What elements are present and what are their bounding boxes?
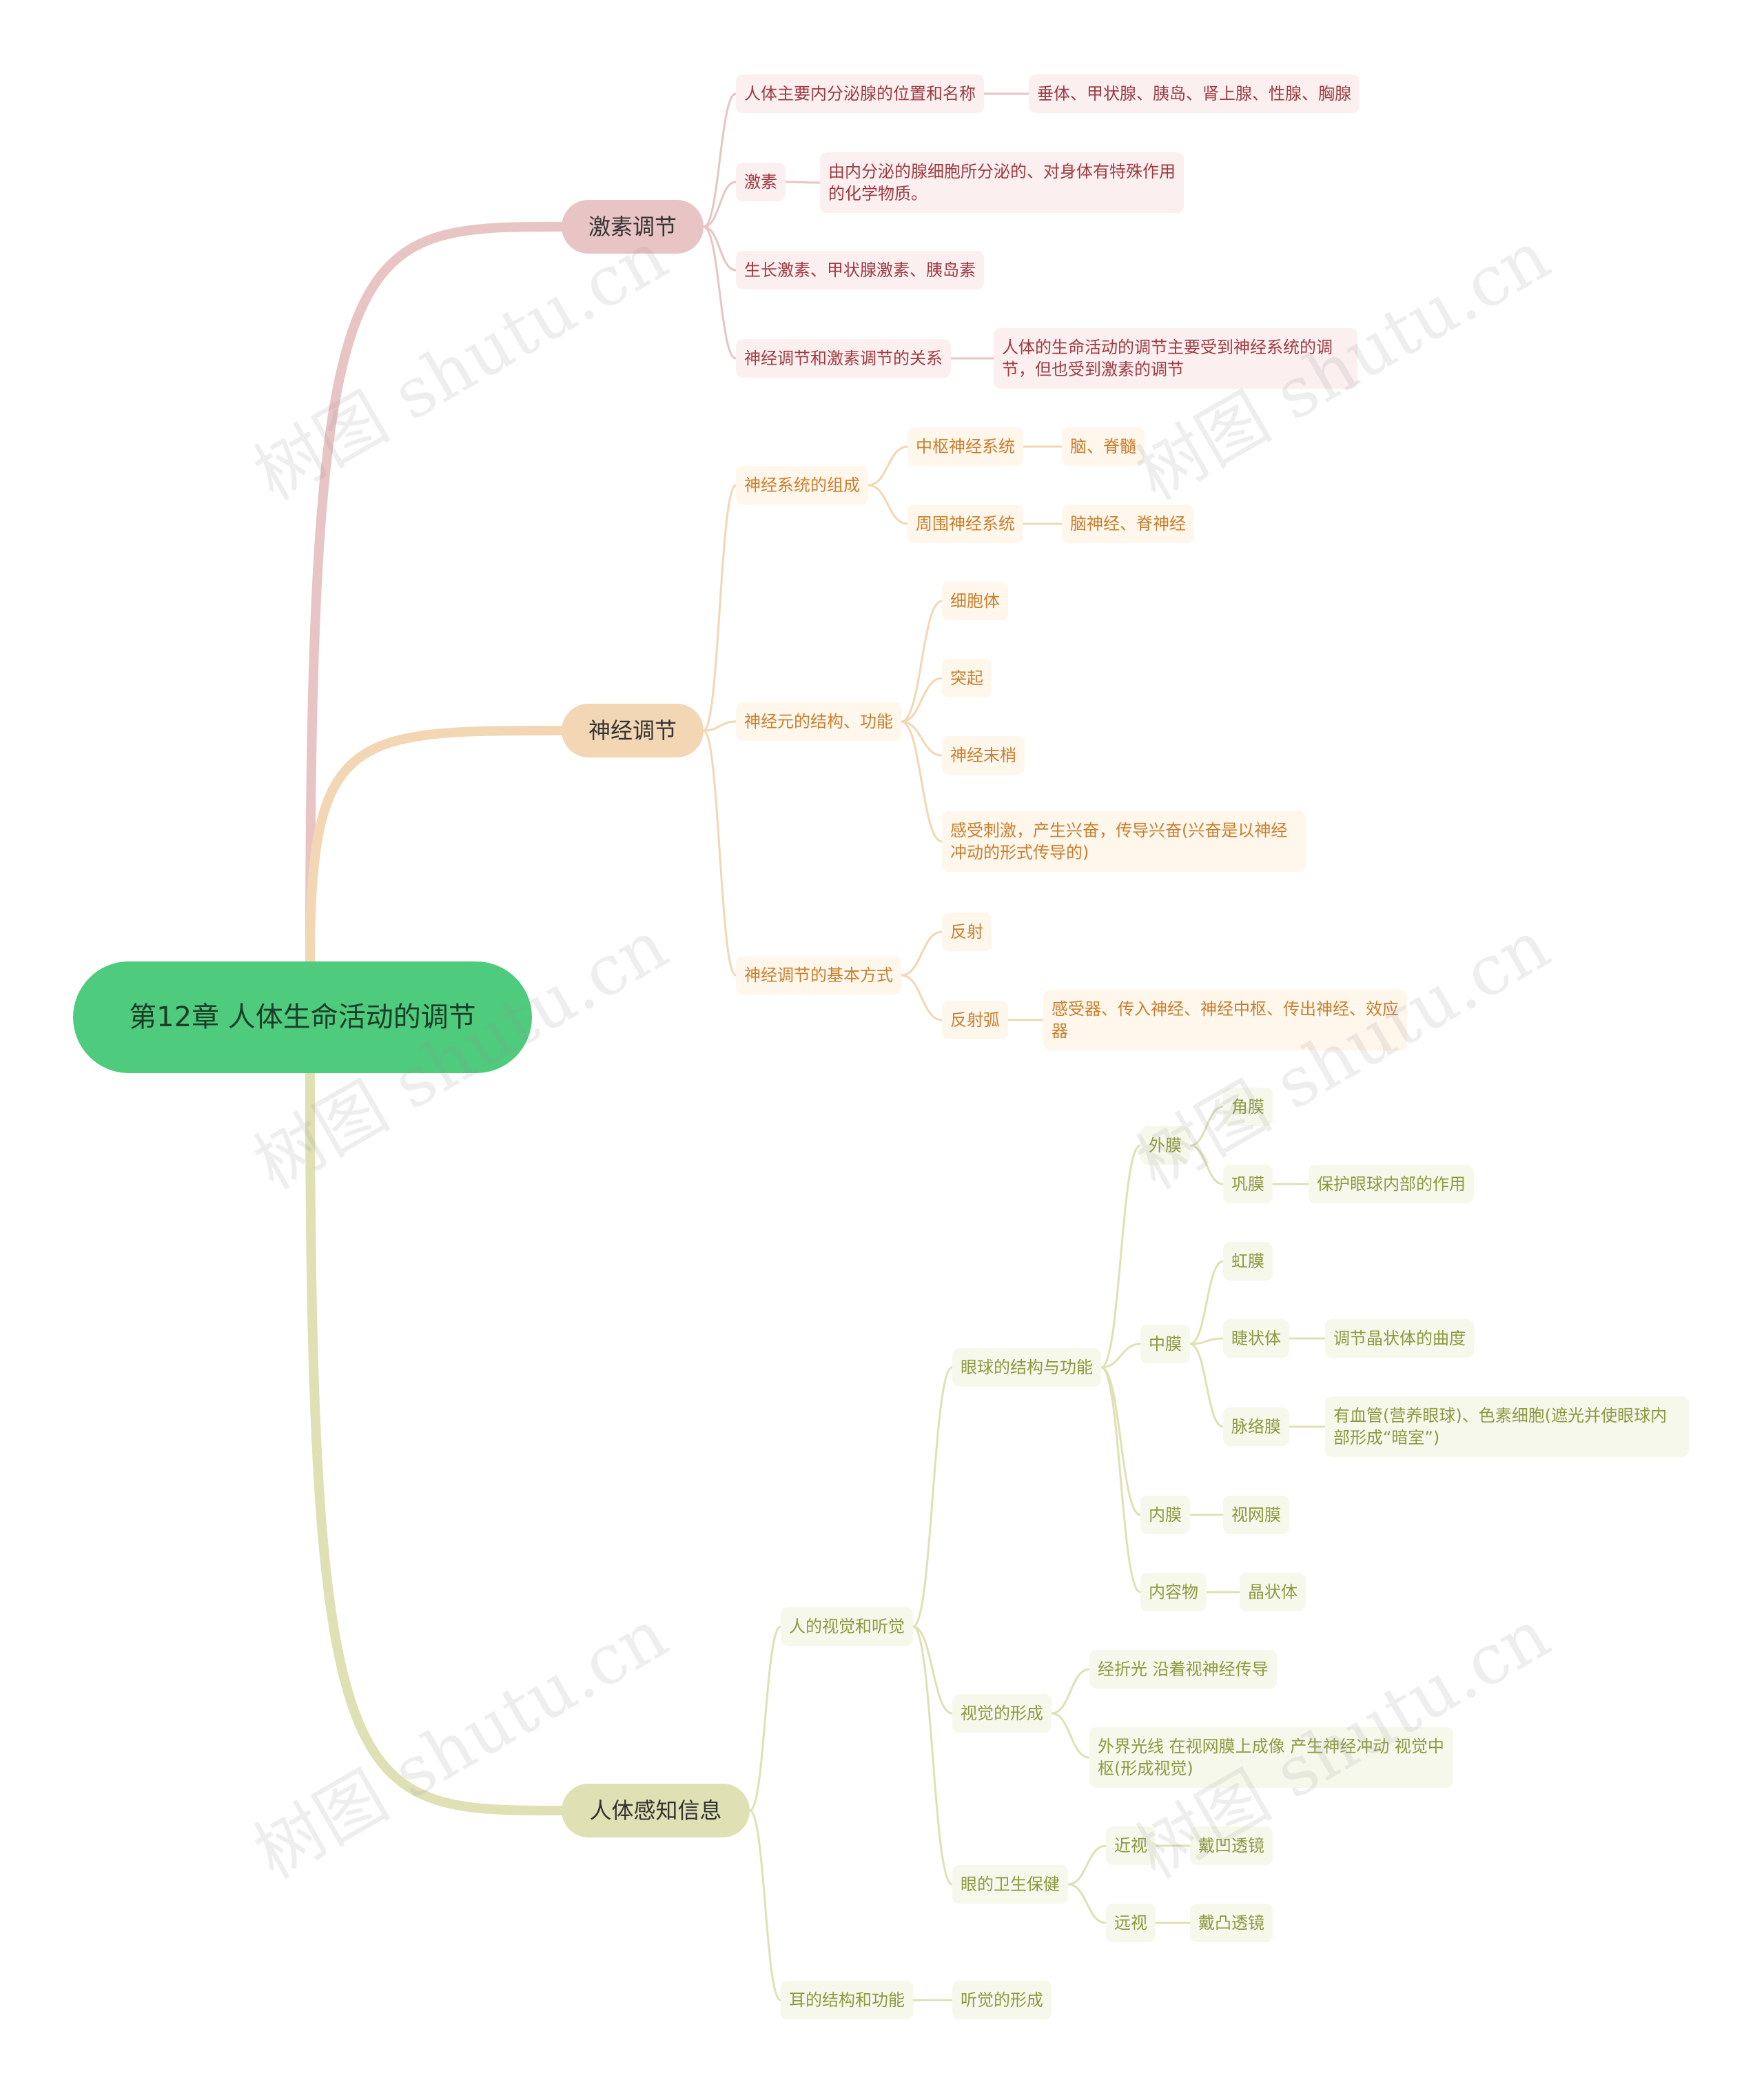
node-cornea[interactable]: 角膜 bbox=[1223, 1088, 1273, 1126]
connector-node-choroid bbox=[1189, 1343, 1224, 1428]
node-ciliary[interactable]: 睫状体 bbox=[1223, 1319, 1289, 1358]
connector-node-pns bbox=[867, 484, 909, 525]
node-myopia[interactable]: 近视 bbox=[1106, 1826, 1156, 1865]
connector-node-composition bbox=[702, 484, 737, 732]
connector-topic-perception bbox=[305, 1068, 566, 1815]
node-hyperopia[interactable]: 远视 bbox=[1106, 1904, 1156, 1942]
node-reflex-arc-answer[interactable]: 感受器、传入神经、神经中枢、传出神经、效应器 bbox=[1043, 990, 1407, 1050]
node-reflex[interactable]: 反射 bbox=[942, 913, 992, 951]
root-topic[interactable]: 第12章 人体生命活动的调节 bbox=[73, 961, 532, 1073]
node-eye-structure[interactable]: 眼球的结构与功能 bbox=[952, 1348, 1101, 1387]
node-sight-hearing[interactable]: 人的视觉和听觉 bbox=[781, 1607, 913, 1646]
node-reflex-arc[interactable]: 反射弧 bbox=[942, 1001, 1008, 1039]
connector-node-sight-hearing bbox=[748, 1625, 782, 1812]
node-glands[interactable]: 人体主要内分泌腺的位置和名称 bbox=[736, 74, 984, 113]
topic-nerve[interactable]: 神经调节 bbox=[562, 704, 704, 757]
node-ending[interactable]: 神经末梢 bbox=[942, 736, 1025, 775]
node-pns-answer[interactable]: 脑神经、脊神经 bbox=[1062, 505, 1194, 543]
node-eye-hygiene[interactable]: 眼的卫生保健 bbox=[952, 1865, 1068, 1904]
topic-perception[interactable]: 人体感知信息 bbox=[562, 1784, 750, 1837]
connector-topic-hormone bbox=[305, 222, 566, 966]
connector-node-reflex bbox=[900, 930, 943, 977]
node-composition[interactable]: 神经系统的组成 bbox=[736, 466, 868, 505]
node-myopia-answer[interactable]: 戴凹透镜 bbox=[1190, 1826, 1273, 1865]
node-neuron[interactable]: 神经元的结构、功能 bbox=[736, 702, 901, 741]
node-lens[interactable]: 晶状体 bbox=[1240, 1573, 1306, 1611]
connector-node-vision-step2 bbox=[1050, 1712, 1091, 1759]
connector-node-relation bbox=[702, 225, 737, 360]
connector-node-hyperopia bbox=[1067, 1883, 1107, 1924]
connector-node-cornea bbox=[1189, 1105, 1224, 1147]
node-outer-layer[interactable]: 外膜 bbox=[1140, 1126, 1190, 1165]
connector-node-iris bbox=[1189, 1260, 1224, 1345]
connector-node-basic-mode bbox=[702, 729, 737, 977]
node-hormone-def-answer[interactable]: 由内分泌的腺细胞所分泌的、对身体有特殊作用的化学物质。 bbox=[820, 152, 1184, 213]
connector-topic-nerve bbox=[305, 726, 566, 966]
connector-node-ending bbox=[900, 720, 943, 757]
connector-node-hormones bbox=[702, 225, 737, 272]
node-hyperopia-answer[interactable]: 戴凸透镜 bbox=[1190, 1904, 1273, 1942]
node-hearing[interactable]: 听觉的形成 bbox=[952, 1981, 1052, 2019]
node-basic-mode[interactable]: 神经调节的基本方式 bbox=[736, 956, 901, 995]
node-hormone-def[interactable]: 激素 bbox=[736, 163, 786, 201]
node-process[interactable]: 突起 bbox=[942, 659, 992, 697]
topic-hormone[interactable]: 激素调节 bbox=[562, 200, 704, 254]
connector-node-vision-formation bbox=[912, 1625, 954, 1715]
node-cell-body[interactable]: 细胞体 bbox=[942, 582, 1008, 620]
node-contents[interactable]: 内容物 bbox=[1140, 1573, 1207, 1611]
connector-node-hormone-def-answer bbox=[784, 181, 821, 184]
connector-node-ear bbox=[748, 1809, 782, 2001]
node-choroid-answer[interactable]: 有血管(营养眼球)、色素细胞(遮光并使眼球内部形成“暗室”) bbox=[1325, 1396, 1689, 1457]
node-cns[interactable]: 中枢神经系统 bbox=[907, 427, 1023, 466]
connector-node-reflex-arc bbox=[900, 974, 943, 1021]
connector-node-contents bbox=[1100, 1366, 1142, 1593]
node-relation-answer[interactable]: 人体的生命活动的调节主要受到神经系统的调节，但也受到激素的调节 bbox=[994, 328, 1357, 389]
node-sclera[interactable]: 巩膜 bbox=[1223, 1165, 1273, 1203]
node-sclera-answer[interactable]: 保护眼球内部的作用 bbox=[1309, 1165, 1474, 1203]
node-choroid[interactable]: 脉络膜 bbox=[1223, 1407, 1289, 1446]
connector-node-middle-layer bbox=[1100, 1343, 1142, 1369]
connector-node-sclera bbox=[1189, 1144, 1224, 1185]
node-hormones[interactable]: 生长激素、甲状腺激素、胰岛素 bbox=[736, 251, 984, 289]
connector-node-cell-body bbox=[900, 600, 943, 723]
node-retina[interactable]: 视网膜 bbox=[1223, 1496, 1289, 1534]
node-vision-step1[interactable]: 经折光 沿着视神经传导 bbox=[1089, 1650, 1277, 1689]
node-relation[interactable]: 神经调节和激素调节的关系 bbox=[736, 339, 951, 378]
node-neuron-function[interactable]: 感受刺激，产生兴奋，传导兴奋(兴奋是以神经冲动的形式传导的) bbox=[942, 811, 1306, 872]
connector-node-cns bbox=[867, 445, 909, 487]
connector-node-process bbox=[900, 677, 943, 723]
node-inner-layer[interactable]: 内膜 bbox=[1140, 1496, 1190, 1534]
node-middle-layer[interactable]: 中膜 bbox=[1140, 1325, 1190, 1363]
connector-node-ciliary bbox=[1189, 1337, 1224, 1345]
connector-node-myopia bbox=[1067, 1844, 1107, 1886]
node-ear[interactable]: 耳的结构和功能 bbox=[781, 1981, 913, 2019]
connector-node-neuron-function bbox=[900, 720, 943, 843]
node-cns-answer[interactable]: 脑、脊髓 bbox=[1062, 427, 1145, 466]
connector-node-eye-structure bbox=[912, 1366, 954, 1628]
node-iris[interactable]: 虹膜 bbox=[1223, 1242, 1273, 1281]
node-glands-answer[interactable]: 垂体、甲状腺、胰岛、肾上腺、性腺、胸腺 bbox=[1029, 74, 1360, 113]
connector-node-eye-hygiene bbox=[912, 1625, 954, 1886]
connector-node-inner-layer bbox=[1100, 1366, 1142, 1516]
connector-node-outer-layer bbox=[1100, 1144, 1142, 1369]
connector-node-neuron bbox=[702, 720, 737, 732]
connector-node-glands bbox=[702, 92, 737, 228]
node-pns[interactable]: 周围神经系统 bbox=[907, 505, 1023, 543]
node-vision-formation[interactable]: 视觉的形成 bbox=[952, 1694, 1052, 1733]
node-vision-step2[interactable]: 外界光线 在视网膜上成像 产生神经冲动 视觉中枢(形成视觉) bbox=[1089, 1727, 1453, 1788]
connector-node-vision-step1 bbox=[1050, 1668, 1091, 1715]
connector-node-hormone-def bbox=[702, 181, 737, 228]
node-ciliary-answer[interactable]: 调节晶状体的曲度 bbox=[1325, 1319, 1474, 1358]
